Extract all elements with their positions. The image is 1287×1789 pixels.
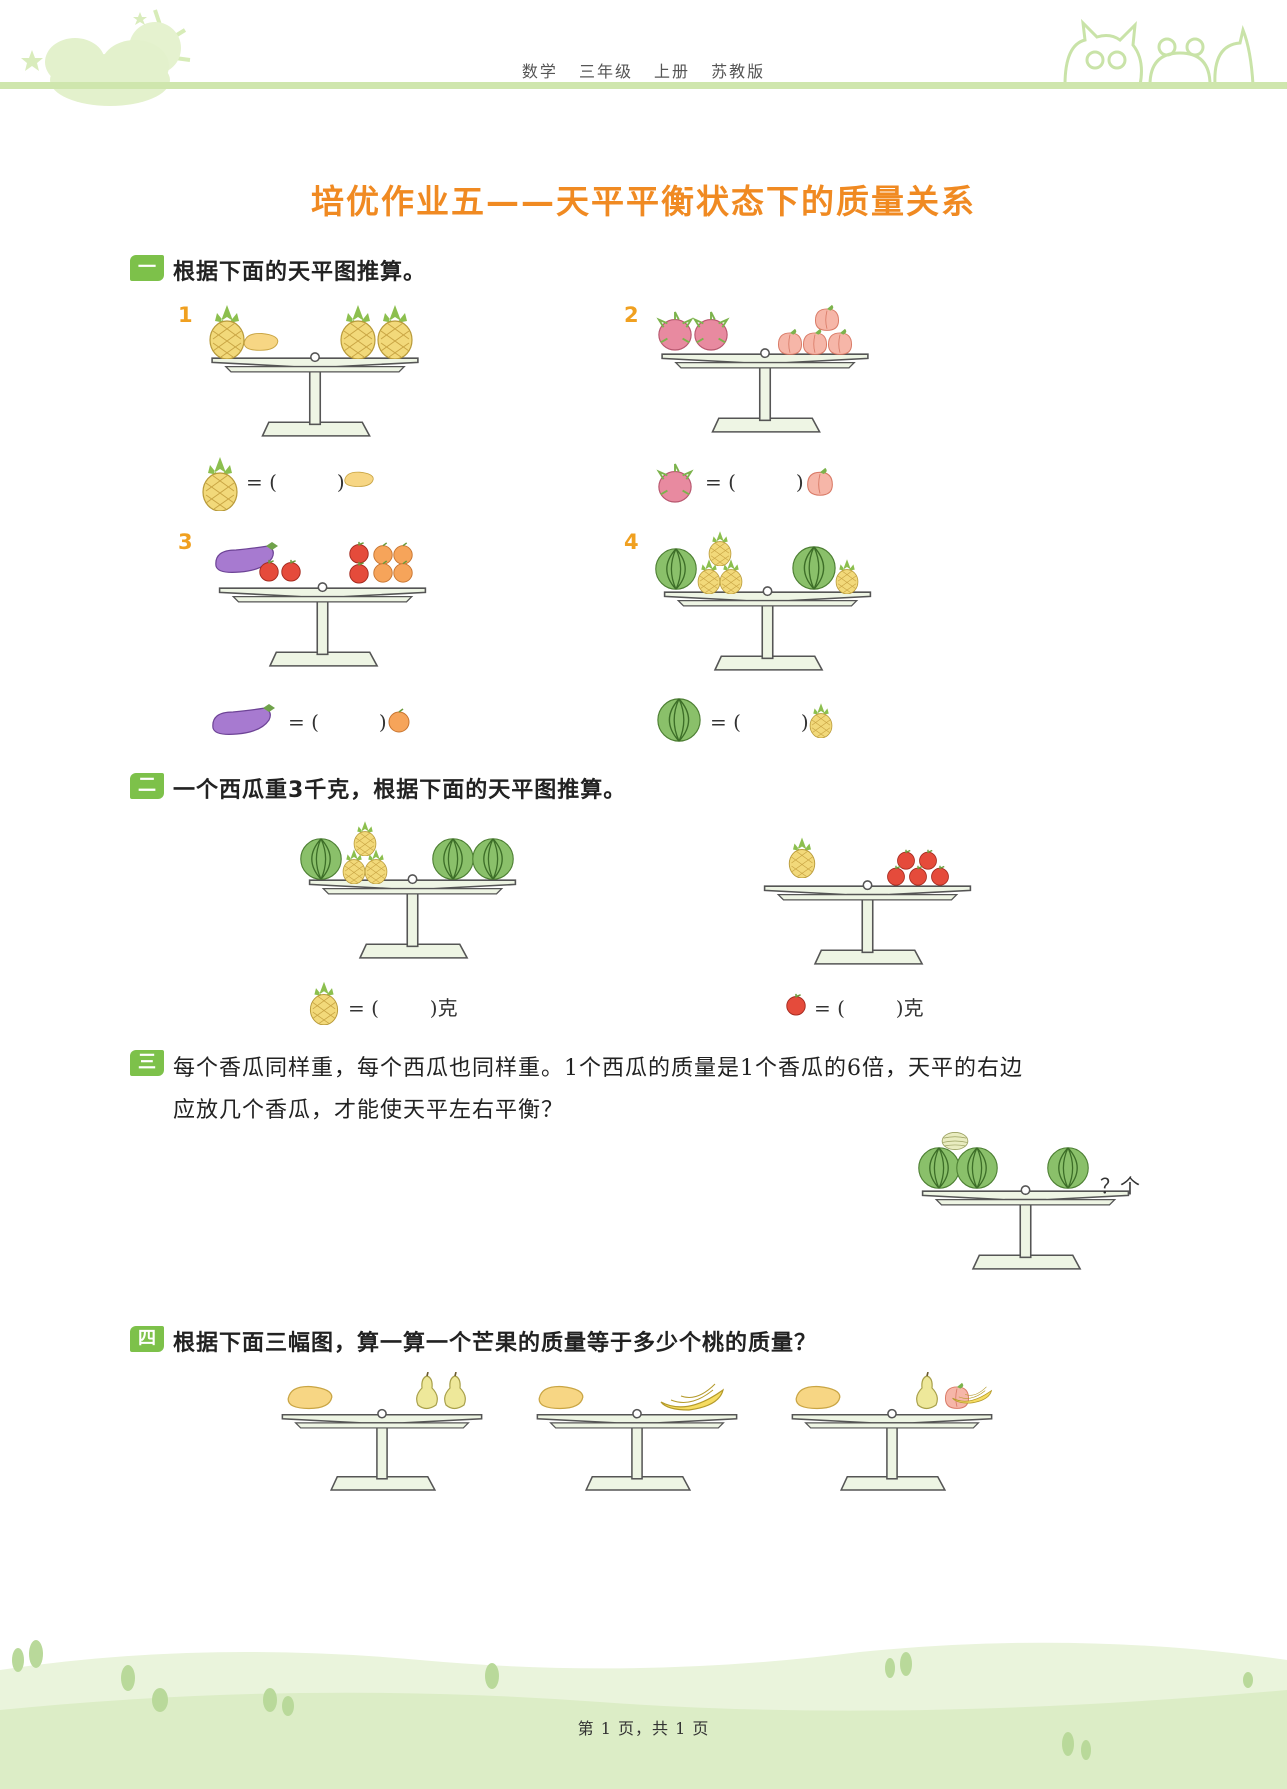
question-count-label: ？个 (1100, 1174, 1140, 1198)
watermelon-icon (657, 698, 701, 742)
problem-3-number: 3 (178, 530, 193, 554)
section-2-balance-left (295, 818, 525, 963)
eq-close: ) (800, 710, 809, 734)
section-1-badge: 一 (130, 255, 164, 281)
section-2-answer-apple: = ( )克 (814, 996, 924, 1020)
eq-open: = ( (710, 710, 741, 734)
section-2-badge: 二 (130, 773, 164, 799)
header-divider (0, 82, 1287, 89)
section-4-balance-3 (782, 1370, 1002, 1495)
section-4-balance-2 (527, 1370, 747, 1495)
problem-1-equation: = () (246, 470, 345, 494)
mango-icon (344, 471, 374, 487)
balance-scale-illustration (763, 837, 972, 965)
apple-icon (786, 993, 806, 1016)
section-2-answer-pineapple: = ( )克 (348, 996, 458, 1020)
header-subject-line: 数学 三年级 上册 苏教版 (0, 58, 1287, 82)
section-3-balance (910, 1125, 1140, 1275)
balance-scale-illustration (657, 304, 869, 433)
problem-3-balance (205, 530, 435, 670)
balance-scale-illustration (655, 530, 872, 671)
eq-open: = ( (288, 710, 319, 734)
problem-2-balance (650, 300, 880, 440)
section-4-prompt: 根据下面三幅图，算一算一个芒果的质量等于多少个桃的质量？ (173, 1331, 818, 1356)
eggplant-icon (212, 703, 276, 736)
header-sun-cloud-decoration (21, 9, 191, 106)
pineapple-icon (202, 456, 238, 511)
section-2-prompt: 一个西瓜重3千克，根据下面的天平图推算。 (173, 778, 627, 803)
problem-4-equation: = () (710, 710, 809, 734)
section-1-prompt: 根据下面的天平图推算。 (173, 260, 427, 285)
section-3-prompt-line1: 每个香瓜同样重，每个西瓜也同样重。1个西瓜的质量是1个香瓜的6倍，天平的右边 (173, 1056, 1023, 1081)
section-2-balance-right (755, 830, 985, 970)
eq-close: ) (336, 470, 345, 494)
peach-icon (807, 467, 833, 496)
problem-4-number: 4 (624, 530, 639, 554)
section-4-badge: 四 (130, 1326, 164, 1352)
section-3-prompt-line2: 应放几个香瓜，才能使天平左右平衡？ (173, 1098, 565, 1123)
header-edition: 苏教版 (711, 62, 766, 81)
footer-landscape-decoration (0, 1640, 1287, 1789)
eq-open: = ( (705, 470, 736, 494)
orange-icon (388, 708, 410, 733)
section-4-balance-1 (272, 1370, 492, 1495)
balance-scale-illustration (536, 1383, 738, 1491)
problem-2-equation: = () (705, 470, 804, 494)
balance-scale-illustration (215, 541, 427, 667)
section-3-badge: 三 (130, 1050, 164, 1076)
problem-1-number: 1 (178, 303, 193, 327)
eq-open: = ( (246, 470, 277, 494)
header-volume: 上册 (654, 62, 691, 81)
balance-scale-illustration (300, 820, 517, 959)
header-animals-decoration (1063, 18, 1255, 86)
balance-scale-illustration (791, 1372, 993, 1491)
pineapple-icon (809, 702, 833, 738)
pineapple-icon (309, 981, 339, 1025)
problem-3-equation: = () (288, 710, 387, 734)
page-title: 培优作业五——天平平衡状态下的质量关系 (311, 182, 976, 221)
page-number-footer: 第 1 页，共 1 页 (577, 1719, 710, 1738)
eq-close: ) (378, 710, 387, 734)
problem-4-balance (650, 530, 880, 675)
dragonfruit-icon (657, 463, 693, 503)
problem-2-number: 2 (624, 303, 639, 327)
header-grade: 三年级 (578, 62, 633, 81)
balance-scale-illustration (918, 1131, 1130, 1270)
header-subject: 数学 (521, 62, 558, 81)
eq-close: ) (795, 470, 804, 494)
balance-scale-illustration (209, 304, 419, 437)
problem-1-balance (205, 300, 425, 440)
balance-scale-illustration (281, 1372, 483, 1491)
